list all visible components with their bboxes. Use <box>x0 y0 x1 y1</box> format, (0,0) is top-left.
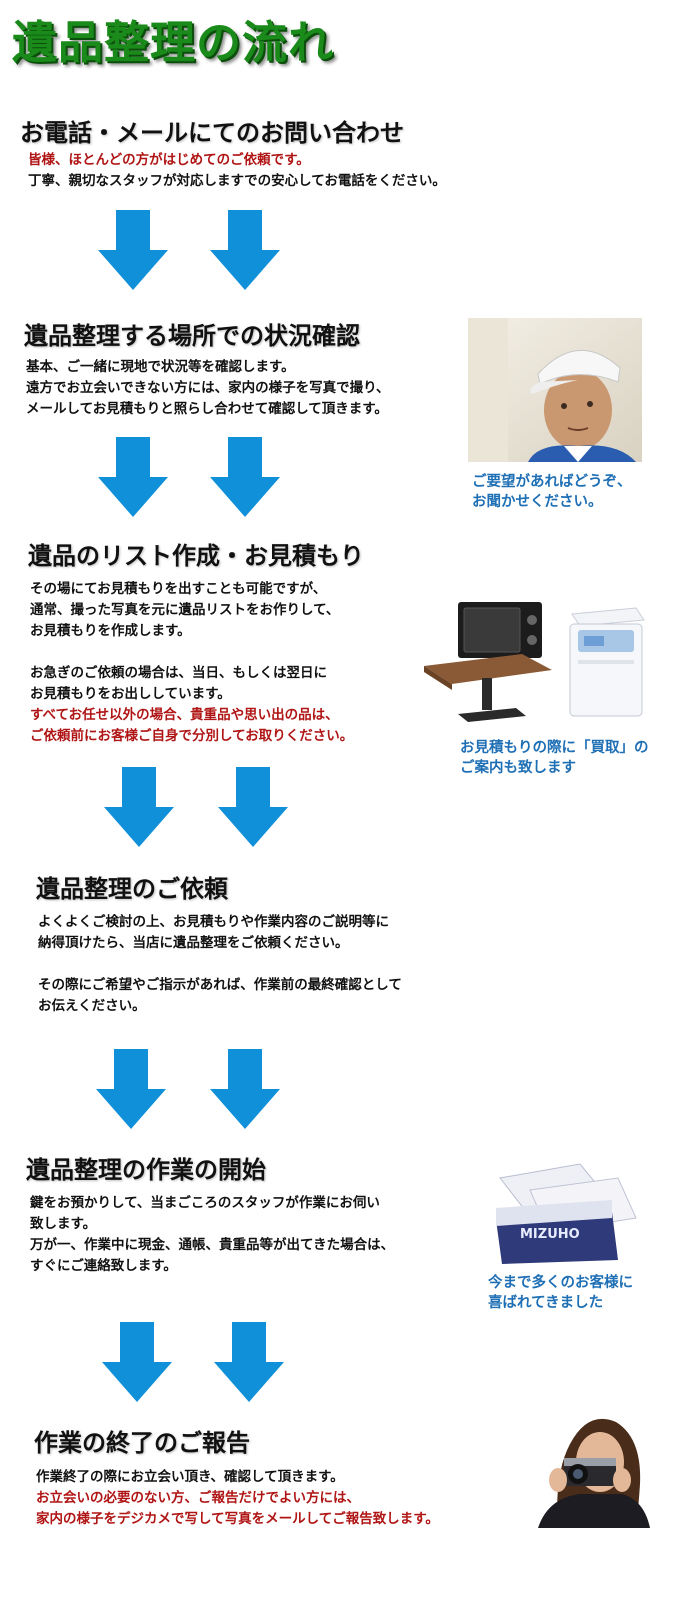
body-line: 遠方でお立会いできない方には、家内の様子を写真で撮り、 <box>26 380 390 396</box>
body-line <box>38 954 402 975</box>
body-line: 基本、ご一緒に現地で状況等を確認します。 <box>26 359 295 375</box>
step-heading: 作業の終了のご報告 <box>34 1429 250 1457</box>
body-line: お伝えください。 <box>38 998 146 1014</box>
step-heading: お電話・メールにてのお問い合わせ <box>20 119 404 147</box>
body-line: お見積もりを作成します。 <box>30 623 191 639</box>
step-heading: 遺品整理する場所での状況確認 <box>24 322 360 350</box>
staff-photo <box>468 318 642 462</box>
appliances-photo <box>422 596 650 728</box>
body-line: お立会いの必要のない方、ご報告だけでよい方には、 <box>36 1490 360 1506</box>
body-line: すべてお任せ以外の場合、貴重品や思い出の品は、 <box>30 707 339 723</box>
step-body: 基本、ご一緒に現地で状況等を確認します。 遠方でお立会いできない方には、家内の様… <box>26 357 390 420</box>
body-line: メールしてお見積もりと照らし合わせて確認して頂きます。 <box>26 401 388 417</box>
step-body: 皆様、ほとんどの方がはじめてのご依頼です。 丁寧、親切なスタッフが対応しますでの… <box>28 150 446 192</box>
body-line: お見積もりをお出ししています。 <box>30 686 231 702</box>
body-line: 鍵をお預かりして、当まごころのスタッフが作業にお伺い <box>30 1195 380 1211</box>
photo-caption: 今まで多くのお客様に 喜ばれてきました <box>488 1275 633 1311</box>
down-arrow-icon <box>98 437 168 517</box>
body-line: 皆様、ほとんどの方がはじめてのご依頼です。 <box>28 152 310 168</box>
step-heading: 遺品のリスト作成・お見積もり <box>28 542 364 570</box>
step-heading: 遺品整理のご依頼 <box>36 875 228 903</box>
camera-woman-photo <box>518 1404 652 1528</box>
down-arrow-icon <box>104 767 174 847</box>
body-line: その場にてお見積もりを出すことも可能ですが、 <box>30 581 327 597</box>
body-line: その際にご希望やご指示があれば、作業前の最終確認として <box>38 977 402 993</box>
down-arrow-icon <box>218 767 288 847</box>
body-line: 通常、撮った写真を元に遺品リストをお作りして、 <box>30 602 340 618</box>
body-line: よくよくご検討の上、お見積もりや作業内容のご説明等に <box>38 914 389 930</box>
body-line: 丁寧、親切なスタッフが対応しますでの安心してお電話をください。 <box>28 173 446 189</box>
body-line: お急ぎのご依頼の場合は、当日、もしくは翌日に <box>30 665 327 681</box>
body-line: 納得頂けたら、当店に遺品整理をご依頼ください。 <box>38 935 349 951</box>
down-arrow-icon <box>210 1049 280 1129</box>
down-arrow-icon <box>210 437 280 517</box>
body-line: ご依頼前にお客様ご自身で分別してお取りください。 <box>30 728 354 744</box>
photo-caption: ご要望があればどうぞ、 お聞かせください。 <box>472 474 632 510</box>
step-body: 作業終了の際にお立会い頂き、確認して頂きます。 お立会いの必要のない方、ご報告だ… <box>36 1467 439 1530</box>
photo-caption: お見積もりの際に「買取」の ご案内も致します <box>460 740 649 776</box>
body-line: 万が一、作業中に現金、通帳、貴重品等が出てきた場合は、 <box>30 1237 395 1253</box>
down-arrow-icon <box>96 1049 166 1129</box>
body-line: すぐにご連絡致します。 <box>30 1258 177 1274</box>
page-title: 遺品整理の流れ <box>12 16 335 69</box>
down-arrow-icon <box>214 1322 284 1402</box>
body-line: 致します。 <box>30 1216 97 1232</box>
body-line: 家内の様子をデジカメで写して写真をメールしてご報告致します。 <box>36 1511 439 1527</box>
passbook-label: MIZUHO <box>520 1227 580 1242</box>
down-arrow-icon <box>102 1322 172 1402</box>
body-line: 作業終了の際にお立会い頂き、確認して頂きます。 <box>36 1469 344 1485</box>
down-arrow-icon <box>210 210 280 290</box>
down-arrow-icon <box>98 210 168 290</box>
step-body: よくよくご検討の上、お見積もりや作業内容のご説明等に 納得頂けたら、当店に遺品整… <box>38 912 402 1017</box>
step-heading: 遺品整理の作業の開始 <box>26 1156 266 1184</box>
body-line <box>30 642 353 663</box>
step-body: 鍵をお預かりして、当まごころのスタッフが作業にお伺い 致します。 万が一、作業中… <box>30 1193 394 1277</box>
passbook-photo: MIZUHO <box>490 1160 640 1266</box>
step-body: その場にてお見積もりを出すことも可能ですが、 通常、撮った写真を元に遺品リストを… <box>30 579 353 747</box>
